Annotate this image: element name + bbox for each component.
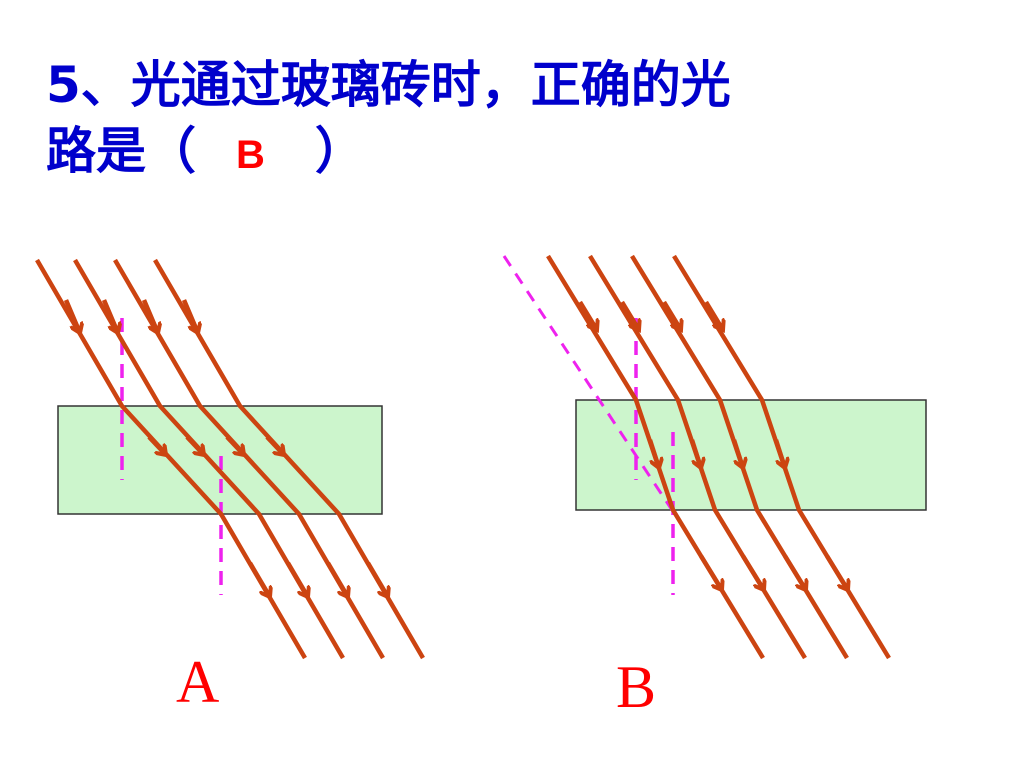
question-text: 5、光通过玻璃砖时，正确的光 路是（ B ） bbox=[46, 52, 946, 188]
arrow-b-3a bbox=[662, 300, 681, 330]
arrow-a-3c bbox=[326, 561, 348, 597]
answer-text: B bbox=[236, 133, 265, 177]
arrow-b-1c bbox=[699, 554, 722, 590]
arrow-a-2a bbox=[101, 299, 118, 333]
arrow-b-1a bbox=[578, 300, 597, 330]
arrow-b-2c bbox=[741, 554, 764, 590]
arrow-b-2b bbox=[689, 439, 701, 468]
arrow-b-4c bbox=[825, 554, 848, 590]
diagram-a bbox=[35, 258, 425, 660]
question-prefix: 路是（ bbox=[46, 122, 196, 180]
arrow-a-4b bbox=[265, 435, 284, 455]
arrow-a-4c bbox=[366, 561, 388, 597]
question-line-2: 路是（ B ） bbox=[46, 118, 946, 188]
arrow-b-4b bbox=[773, 439, 785, 468]
arrow-b-3c bbox=[783, 554, 806, 590]
arrow-a-3a bbox=[141, 299, 158, 333]
arrow-a-2b bbox=[185, 435, 204, 455]
arrow-b-4a bbox=[704, 300, 723, 330]
arrow-group-b bbox=[578, 300, 848, 590]
extension-line-b bbox=[502, 255, 674, 511]
arrow-b-1b bbox=[647, 439, 659, 468]
diagram-label-a: A bbox=[176, 649, 220, 715]
arrow-a-1b bbox=[147, 435, 166, 455]
arrow-a-4a bbox=[181, 299, 198, 333]
arrow-a-1a bbox=[63, 299, 80, 333]
question-line-1: 5、光通过玻璃砖时，正确的光 bbox=[46, 56, 731, 114]
arrow-b-3b bbox=[731, 439, 743, 468]
diagram-b bbox=[502, 254, 927, 660]
arrow-group-a bbox=[63, 299, 388, 597]
arrow-a-3b bbox=[225, 435, 244, 455]
arrow-a-1c bbox=[248, 561, 270, 597]
diagram-label-b: B bbox=[616, 654, 657, 720]
arrow-a-2c bbox=[286, 561, 308, 597]
arrow-b-2a bbox=[620, 300, 639, 330]
question-suffix: ） bbox=[314, 122, 365, 180]
